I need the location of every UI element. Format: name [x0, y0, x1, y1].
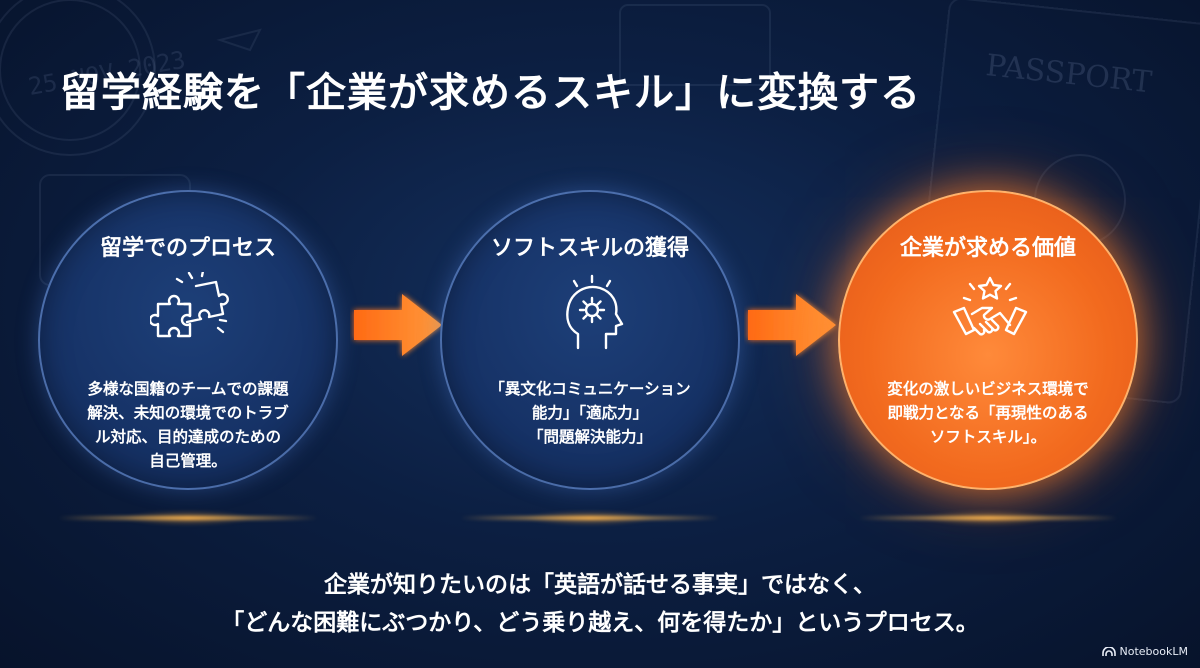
- step-circle-corporate-value: 企業が求める価値 変化の激しいビジネス環境で 即戦力となる「再現性のある ソフト…: [838, 190, 1138, 490]
- glow-divider: [460, 510, 720, 526]
- key-message-line: 「どんな困難にぶつかり、どう乗り越え、何を得たか」というプロセス。: [221, 610, 979, 636]
- step-title-process: 留学でのプロセス: [99, 236, 276, 261]
- step-circle-soft-skills: ソフトスキルの獲得 「異文化コミュニケーション 能力」「適応力」 「問題解決能力…: [440, 190, 740, 490]
- step-body-line: ル対応、目的達成のための: [94, 428, 281, 446]
- step-body-line: 即戦力となる「再現性のある: [887, 404, 1089, 422]
- arrow-right-icon: [748, 294, 836, 356]
- glow-divider: [58, 510, 318, 526]
- step-body-line: 「問題解決能力」: [527, 428, 652, 446]
- step-body-line: 「異文化コミュニケーション: [489, 380, 691, 398]
- notebooklm-logo-icon: [1101, 646, 1116, 656]
- step-body-line: 能力」「適応力」: [531, 404, 649, 422]
- step-body-line: 自己管理。: [149, 452, 227, 470]
- brand-watermark: NotebookLM: [1101, 645, 1188, 658]
- brand-name: NotebookLM: [1119, 645, 1188, 658]
- key-message: 企業が知りたいのは「英語が話せる事実」ではなく、 「どんな困難にぶつかり、どう乗…: [0, 566, 1200, 642]
- step-body-line: 解決、未知の環境でのトラブ: [87, 404, 289, 422]
- step-circle-process: 留学でのプロセス 多様な国籍のチームでの課題 解決、未知の環境でのトラブ ル対応…: [38, 190, 338, 490]
- puzzle-icon: [150, 272, 229, 338]
- key-message-line: 企業が知りたいのは「英語が話せる事実」ではなく、: [324, 572, 876, 598]
- passport-text: PASSPORT: [984, 48, 1153, 100]
- step-title-corporate-value: 企業が求める価値: [899, 236, 1076, 261]
- step-body-soft-skills: 「異文化コミュニケーション 能力」「適応力」 「問題解決能力」: [476, 377, 704, 449]
- glow-divider: [858, 510, 1118, 526]
- handshake-star-icon: [952, 276, 1028, 336]
- step-body-corporate-value: 変化の激しいビジネス環境で 即戦力となる「再現性のある ソフトスキル」。: [874, 377, 1102, 449]
- step-title-soft-skills: ソフトスキルの獲得: [490, 236, 689, 261]
- step-body-line: 多様な国籍のチームでの課題: [87, 380, 289, 398]
- page-title: 留学経験を「企業が求めるスキル」に変換する: [60, 70, 921, 116]
- step-body-process: 多様な国籍のチームでの課題 解決、未知の環境でのトラブ ル対応、目的達成のための…: [74, 377, 302, 473]
- head-gear-icon: [566, 274, 624, 350]
- step-body-line: ソフトスキル」。: [929, 428, 1047, 446]
- arrow-right-icon: [354, 294, 442, 356]
- step-body-line: 変化の激しいビジネス環境で: [887, 380, 1089, 398]
